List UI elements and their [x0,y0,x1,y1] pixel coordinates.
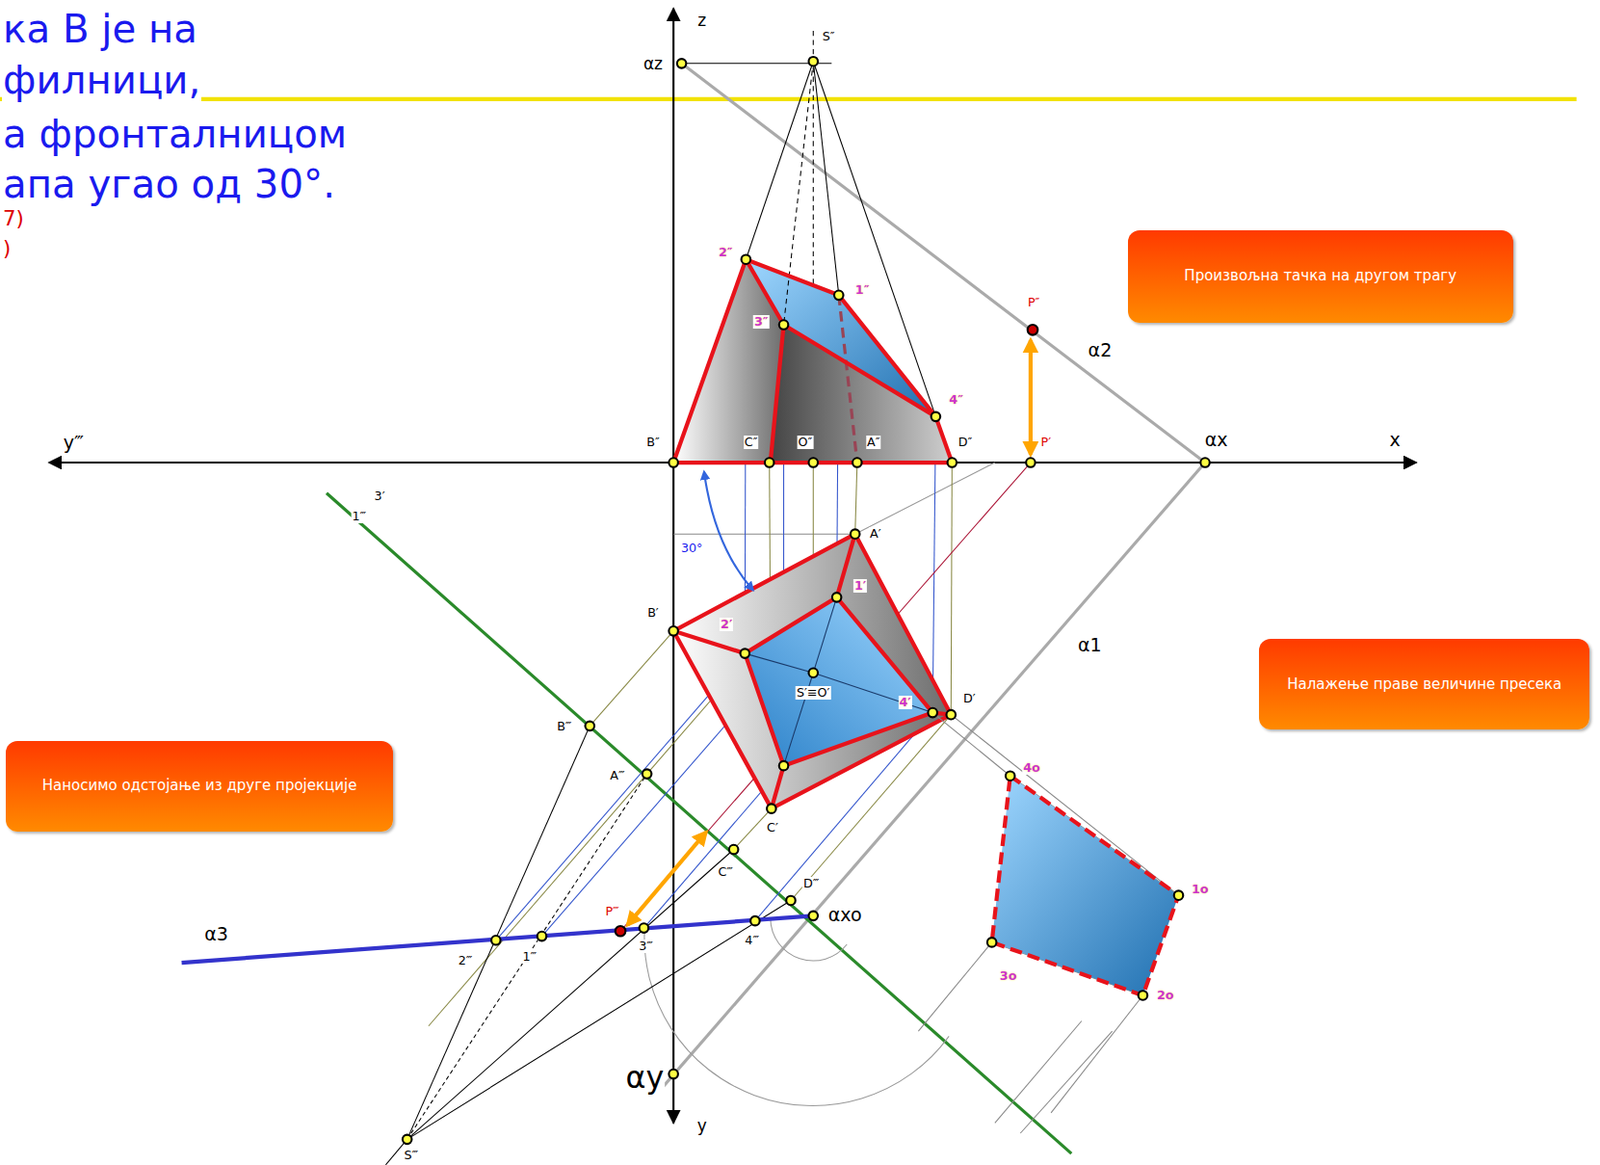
point-label: 4′ [897,695,912,709]
point-label: D‴ [802,876,820,891]
point-label: 3‴ [637,939,655,953]
point-label: 3o [998,969,1019,983]
problem-text: ка B је на [1,7,199,51]
point-label: αx [1204,428,1230,449]
callout-text: Наносимо одстојање из друге пројекције [42,776,358,796]
point-label: A′ [868,526,883,541]
callout-box: Наносимо одстојање из друге пројекције [5,740,393,832]
point-label: 4o [1022,760,1042,775]
callout-box: Налажење праве величине пресека [1259,638,1590,730]
problem-text: а фронталницом [1,112,348,156]
point-label: B‴ [555,719,573,734]
point-label: y [696,1116,709,1135]
point-label: z [696,11,708,30]
problem-text: филници, [1,58,202,102]
point-label: A″ [865,435,881,449]
point-label: 1″ [854,283,871,297]
point-label: S″ [821,29,837,44]
point-label: C‴ [716,865,734,879]
point-label: D″ [957,435,974,449]
callout-box: Произвољна тачка на другом трагу [1127,230,1514,322]
point-label: 4″ [947,393,965,407]
callout-text: Налажење праве величине пресека [1286,675,1562,695]
point-label: α2 [1087,340,1114,361]
point-label: 2o [1155,988,1176,1002]
point-label: y‴ [62,431,85,452]
point-label: αxo [827,904,864,925]
problem-text: 7) [1,207,26,230]
point-label: B′ [646,605,660,620]
point-label: 1‴ [521,949,538,964]
point-label: αz [642,53,664,73]
point-label: A‴ [608,768,626,783]
point-label: αy [625,1059,666,1094]
point-label: 1o [1190,882,1210,896]
point-label: 4‴ [743,933,761,947]
point-label: B″ [645,435,660,449]
point-label: x [1388,428,1401,449]
point-label: 1′ [853,578,867,593]
problem-text: апа угао од 30°. [1,162,337,206]
point-label: S‴ [403,1148,420,1162]
point-label: α1 [1076,634,1103,656]
point-label: P″ [1026,295,1041,310]
point-label: C″ [743,435,760,449]
point-label: 2′ [719,617,734,631]
problem-text: ) [1,236,12,260]
point-label: 1‴ [351,509,368,524]
callout-text: Произвољна тачка на другом трагу [1183,266,1457,287]
point-label: S′≡O′ [795,685,831,700]
point-label: O″ [796,435,814,449]
point-label: C′ [765,820,780,835]
point-label: 2″ [717,245,735,260]
point-label: P‴ [603,904,620,919]
point-label: 30° [680,541,705,555]
point-label: D′ [962,691,977,706]
point-label: 2‴ [457,953,474,968]
point-label: α3 [203,923,230,945]
point-label: 3″ [753,314,770,329]
point-label: P′ [1040,435,1053,449]
point-label: 3′ [373,489,387,503]
